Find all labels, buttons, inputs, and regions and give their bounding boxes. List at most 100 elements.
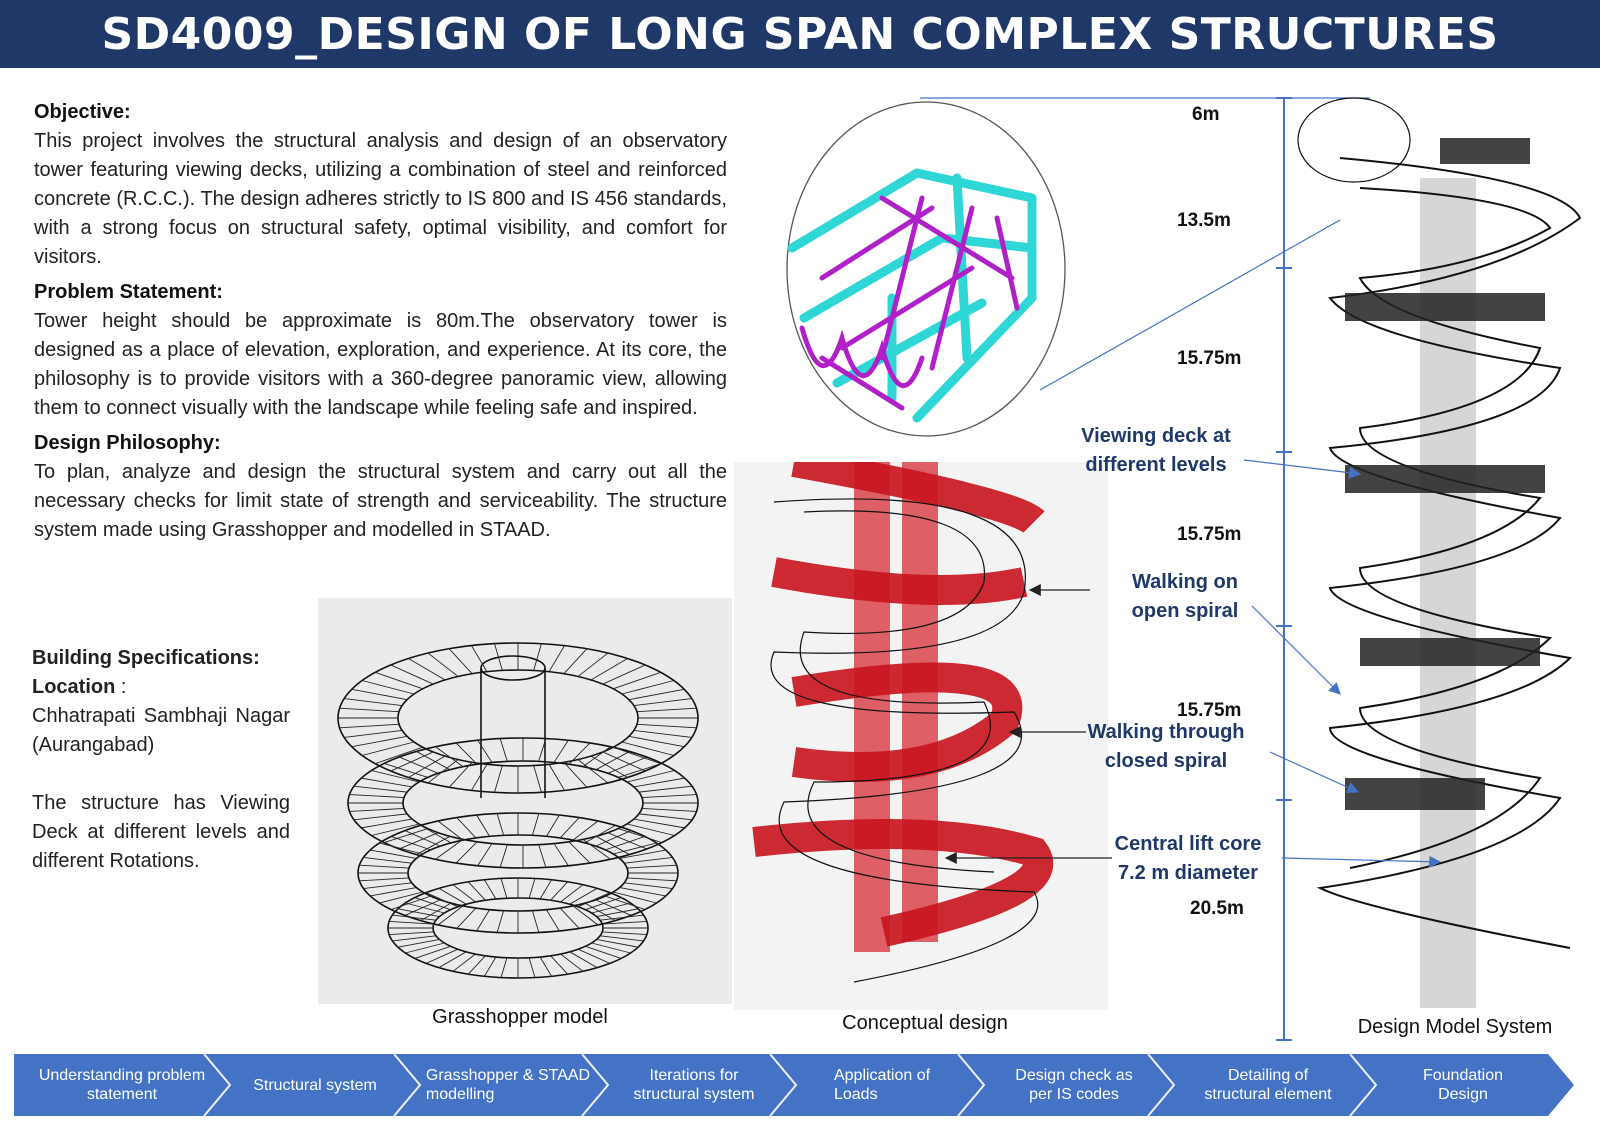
wireframe-hatch bbox=[359, 877, 409, 882]
wireframe-hatch bbox=[621, 680, 674, 695]
wireframe-hatch bbox=[602, 751, 646, 772]
problem-text: Tower height should be approximate is 80… bbox=[34, 310, 727, 419]
wireframe-hatch bbox=[607, 756, 647, 774]
wireframe-hatch bbox=[572, 820, 599, 841]
wireframe-hatch bbox=[370, 887, 417, 897]
design-model-caption: Design Model System bbox=[1357, 1016, 1553, 1038]
wireframe-hatch bbox=[405, 942, 445, 954]
wireframe-hatch bbox=[404, 899, 441, 916]
wireframe-hatch bbox=[582, 746, 611, 767]
objective-heading: Objective: bbox=[34, 101, 131, 123]
wireframe-hatch bbox=[553, 843, 569, 867]
wireframe-hatch bbox=[560, 953, 584, 972]
grasshopper-wireframe bbox=[337, 642, 699, 979]
text-column: Objective: This project involves the str… bbox=[34, 98, 727, 551]
wireframe-hatch bbox=[591, 902, 631, 914]
wireframe-hatch bbox=[633, 777, 685, 788]
wireframe-hatch bbox=[528, 957, 536, 978]
wireframe-hatch bbox=[550, 955, 569, 975]
wireframe-hatch bbox=[595, 830, 632, 847]
wireframe-hatch bbox=[577, 759, 609, 784]
wireframe-hatch bbox=[476, 909, 490, 932]
dimension-label: 13.5m bbox=[1177, 210, 1231, 231]
wireframe-hatch bbox=[420, 902, 452, 921]
wireframe-hatch bbox=[613, 746, 661, 765]
dimension-label: 15.75m bbox=[1177, 700, 1242, 721]
wireframe-hatch bbox=[363, 857, 412, 864]
wireframe-hatch bbox=[633, 818, 685, 829]
wireframe-hatch bbox=[384, 763, 428, 778]
wireframe-hatch bbox=[494, 765, 503, 793]
wireframe-hatch bbox=[467, 881, 486, 901]
wireframe-hatch bbox=[605, 836, 646, 851]
wireframe-hatch bbox=[528, 878, 536, 899]
location-label: Location bbox=[32, 676, 116, 698]
open-spiral-callout: Walking on open spiral bbox=[1131, 571, 1239, 622]
wireframe-hatch bbox=[408, 755, 446, 778]
wireframe-hatch bbox=[595, 899, 632, 916]
location-row: Location : bbox=[32, 673, 290, 702]
wireframe-hatch bbox=[389, 921, 434, 925]
wireframe-hatch bbox=[619, 887, 666, 897]
wireframe-hatch bbox=[577, 948, 611, 964]
wireframe-hatch bbox=[559, 817, 580, 839]
wireframe-hatch bbox=[621, 741, 674, 756]
wireframe-hatch bbox=[591, 942, 631, 954]
wireframe-hatch bbox=[619, 849, 666, 859]
wireframe-hatch bbox=[628, 688, 685, 701]
wireframe-hatch bbox=[353, 813, 408, 821]
wireframe-hatch bbox=[569, 887, 598, 905]
wireframe-hatch bbox=[602, 931, 647, 935]
wireframe-hatch bbox=[416, 835, 451, 855]
wireframe-hatch bbox=[425, 948, 459, 964]
wireframe-hatch bbox=[404, 830, 441, 847]
wireframe-hatch bbox=[397, 939, 440, 948]
wireframe-hatch bbox=[452, 953, 476, 972]
wireframe-hatch bbox=[618, 763, 662, 778]
page-title: SD4009_DESIGN OF LONG SPAN COMPLEX STRUC… bbox=[101, 8, 1499, 60]
philosophy-text: To plan, analyze and design the structur… bbox=[34, 461, 727, 541]
wireframe-hatch bbox=[455, 742, 478, 765]
dimension-label: 15.75m bbox=[1177, 348, 1242, 369]
wireframe-hatch bbox=[359, 864, 409, 869]
wireframe-hatch bbox=[613, 671, 661, 690]
wireframe-hatch bbox=[408, 658, 446, 681]
conceptual-design-drawing bbox=[752, 447, 1054, 983]
wireframe-hatch bbox=[607, 832, 647, 850]
wireframe-hatch bbox=[349, 794, 405, 798]
wireframe-hatch bbox=[339, 723, 400, 729]
wireframe-hatch bbox=[585, 945, 622, 959]
wireframe-hatch bbox=[471, 764, 488, 791]
wireframe-hatch bbox=[371, 770, 420, 783]
wireframe-hatch bbox=[596, 939, 639, 948]
wireframe-hatch bbox=[560, 884, 584, 903]
wireframe-hatch bbox=[538, 844, 547, 868]
wireframe-hatch bbox=[483, 956, 497, 977]
wireframe-hatch bbox=[438, 951, 467, 969]
wireframe-hatch bbox=[633, 729, 692, 738]
wireframe-hatch bbox=[392, 914, 436, 921]
closed-spiral-callout: Walking through closed spiral bbox=[1087, 721, 1245, 772]
wireframe-hatch bbox=[539, 956, 553, 977]
wireframe-hatch bbox=[539, 879, 553, 900]
wireframe-hatch bbox=[370, 849, 417, 859]
wireframe-hatch bbox=[361, 818, 413, 829]
wireframe-hatch bbox=[496, 813, 505, 836]
wireframe-hatch bbox=[353, 785, 408, 793]
conceptual-caption: Conceptual design bbox=[842, 1012, 1008, 1034]
specification-description: The structure has Viewing Deck at differ… bbox=[32, 792, 290, 872]
wireframe-hatch bbox=[500, 878, 508, 899]
process-flow-background bbox=[14, 1054, 1574, 1116]
wireframe-hatch bbox=[563, 648, 588, 674]
wireframe-hatch bbox=[636, 723, 697, 729]
wireframe-hatch bbox=[613, 891, 657, 904]
wireframe-hatch bbox=[399, 756, 439, 774]
wireframe-hatch bbox=[568, 841, 591, 864]
wireframe-hatch bbox=[349, 808, 405, 812]
wireframe-hatch bbox=[435, 839, 464, 860]
wireframe-hatch bbox=[344, 729, 403, 738]
